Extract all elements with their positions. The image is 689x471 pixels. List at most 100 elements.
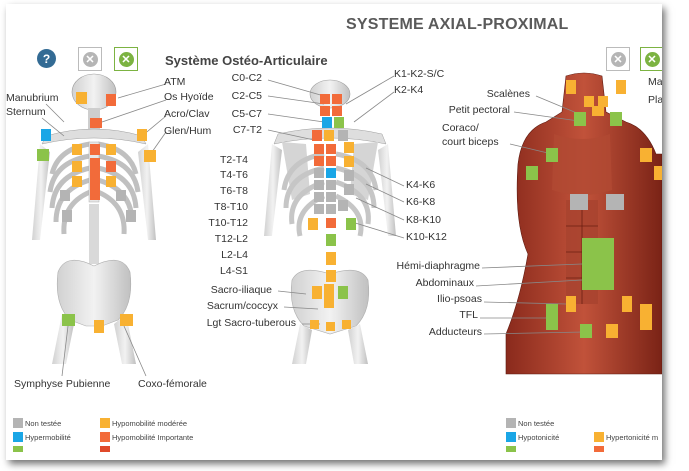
label-k1-k2-sc: K1-K2-S/C xyxy=(394,68,445,80)
check-icon: ✕ xyxy=(118,51,134,67)
marker-glen-hum[interactable] xyxy=(144,150,156,162)
marker-acro-clav[interactable] xyxy=(137,129,147,141)
marker-c0-c2-l[interactable] xyxy=(320,94,330,104)
marker-coraco-l[interactable] xyxy=(546,148,558,162)
marker-l4-s1-b[interactable] xyxy=(326,270,336,282)
marker-diaphragme-l[interactable] xyxy=(570,194,588,210)
marker-k10-k12[interactable] xyxy=(346,218,356,230)
marker-k8-k10[interactable] xyxy=(338,200,348,211)
label-os-hyoide: Os Hyoïde xyxy=(164,91,214,103)
marker-petit-pectoral-r[interactable] xyxy=(610,112,622,126)
marker-t8-t10-l[interactable] xyxy=(314,180,324,190)
marker-sternum-left[interactable] xyxy=(41,129,51,141)
marker-rib-r3[interactable] xyxy=(106,176,116,187)
marker-manubrium[interactable] xyxy=(76,92,87,104)
reset-button[interactable]: ✕ xyxy=(78,47,102,71)
label-coraco: Coraco/ xyxy=(442,122,479,134)
marker-ilio-psoas-l[interactable] xyxy=(566,296,576,312)
marker-c2-c5-l[interactable] xyxy=(320,106,330,116)
marker-l4-s1-a[interactable] xyxy=(326,252,336,265)
marker-rib-r2[interactable] xyxy=(106,161,116,172)
marker-sacro-iliaque-l[interactable] xyxy=(312,286,322,299)
marker-c5-c7-l[interactable] xyxy=(322,117,332,128)
marker-c7-t2-l[interactable] xyxy=(312,130,322,141)
marker-scalenes-l[interactable] xyxy=(566,80,576,94)
marker-t4-t6-l[interactable] xyxy=(314,156,324,166)
marker-coxo-femorale[interactable] xyxy=(120,314,133,326)
marker-c7-t2-r[interactable] xyxy=(338,130,348,141)
muscle-validate-button[interactable]: ✕ xyxy=(640,47,662,71)
marker-t12-l2-r[interactable] xyxy=(326,204,336,214)
marker-atm[interactable] xyxy=(106,94,116,106)
anatomy-illustration xyxy=(32,72,662,377)
marker-scalenes-r[interactable] xyxy=(616,80,626,94)
legend-swatch-hypo-moderee xyxy=(100,418,110,428)
marker-sternum[interactable] xyxy=(90,144,100,155)
marker-t10-t12-l[interactable] xyxy=(314,192,324,202)
muscle-reset-button[interactable]: ✕ xyxy=(606,47,630,71)
marker-rib-r4[interactable] xyxy=(116,190,126,201)
marker-sacro-iliaque-r[interactable] xyxy=(338,286,348,299)
marker-c0-c2-r[interactable] xyxy=(332,94,342,104)
marker-l2-l4[interactable] xyxy=(326,234,336,246)
marker-scalenes-cl[interactable] xyxy=(584,96,594,107)
label-c7-t2: C7-T2 xyxy=(232,124,262,136)
marker-rib-l2[interactable] xyxy=(72,161,82,172)
label-t12-l2: T12-L2 xyxy=(214,233,248,245)
marker-petit-pectoral-l[interactable] xyxy=(574,112,586,126)
legend-hypertonicite: Hypertonicité m xyxy=(606,433,659,442)
marker-k6-k8[interactable] xyxy=(344,184,354,195)
marker-lgt-sacro-tuberous-r[interactable] xyxy=(342,320,351,329)
marker-t12-l2-l[interactable] xyxy=(314,204,324,214)
marker-k10-left[interactable] xyxy=(308,218,318,230)
marker-biceps-r[interactable] xyxy=(654,166,662,180)
legend-hypermobilite: Hypermobilité xyxy=(25,433,71,442)
marker-rib-r1[interactable] xyxy=(106,144,116,155)
marker-c7-t2-m[interactable] xyxy=(324,130,334,141)
label-petit-pectoral: Petit pectoral xyxy=(448,104,510,116)
marker-os-hyoide[interactable] xyxy=(90,118,102,128)
marker-tfl-l[interactable] xyxy=(546,304,558,330)
marker-c5-c7-r[interactable] xyxy=(334,117,344,128)
marker-rib-l1[interactable] xyxy=(72,144,82,155)
marker-sternum-body[interactable] xyxy=(90,158,100,200)
marker-glen-left[interactable] xyxy=(37,149,49,161)
marker-rib-l5[interactable] xyxy=(62,210,72,222)
marker-adducteurs-r[interactable] xyxy=(606,324,618,338)
marker-petit-pectoral-c[interactable] xyxy=(592,106,604,116)
marker-sacrum[interactable] xyxy=(324,284,334,308)
help-button[interactable]: ? xyxy=(37,49,56,68)
marker-tfl-r[interactable] xyxy=(640,304,652,330)
marker-diaphragme-r[interactable] xyxy=(606,194,624,210)
marker-rib-l3[interactable] xyxy=(72,176,82,187)
marker-t4-t6-r[interactable] xyxy=(326,156,336,166)
marker-t10-t12-r[interactable] xyxy=(326,192,336,202)
marker-c2-c5-r[interactable] xyxy=(332,106,342,116)
marker-abdominaux[interactable] xyxy=(582,238,614,290)
validate-button[interactable]: ✕ xyxy=(114,47,138,71)
marker-rib-l4[interactable] xyxy=(60,190,70,201)
marker-biceps-l[interactable] xyxy=(526,166,538,180)
marker-t6-t8-l[interactable] xyxy=(314,168,324,178)
marker-ilio-psoas-r[interactable] xyxy=(622,296,632,312)
marker-scalenes-cr[interactable] xyxy=(598,96,608,107)
marker-adducteurs-l[interactable] xyxy=(580,324,592,338)
marker-rib-r5[interactable] xyxy=(126,210,136,222)
label-k6-k8: K6-K8 xyxy=(406,196,436,208)
marker-t2-t4-r[interactable] xyxy=(326,144,336,154)
section-title: Système Ostéo-Articulaire xyxy=(165,53,328,68)
marker-t6-t8-r[interactable] xyxy=(326,168,336,178)
label-acro-clav: Acro/Clav xyxy=(164,108,210,120)
marker-coccyx[interactable] xyxy=(326,322,335,331)
marker-t12-l2[interactable] xyxy=(326,218,336,228)
marker-lgt-sacro-tuberous-l[interactable] xyxy=(310,320,319,329)
marker-k2-k4[interactable] xyxy=(344,156,354,167)
marker-coxo-left[interactable] xyxy=(62,314,75,326)
marker-k4-k6[interactable] xyxy=(344,170,354,181)
label-l2-l4: L2-L4 xyxy=(221,249,248,261)
marker-t8-t10-r[interactable] xyxy=(326,180,336,190)
marker-t2-t4-l[interactable] xyxy=(314,144,324,154)
marker-symphyse[interactable] xyxy=(94,320,104,333)
marker-k1-k2[interactable] xyxy=(344,142,354,153)
marker-coraco-r[interactable] xyxy=(640,148,652,162)
